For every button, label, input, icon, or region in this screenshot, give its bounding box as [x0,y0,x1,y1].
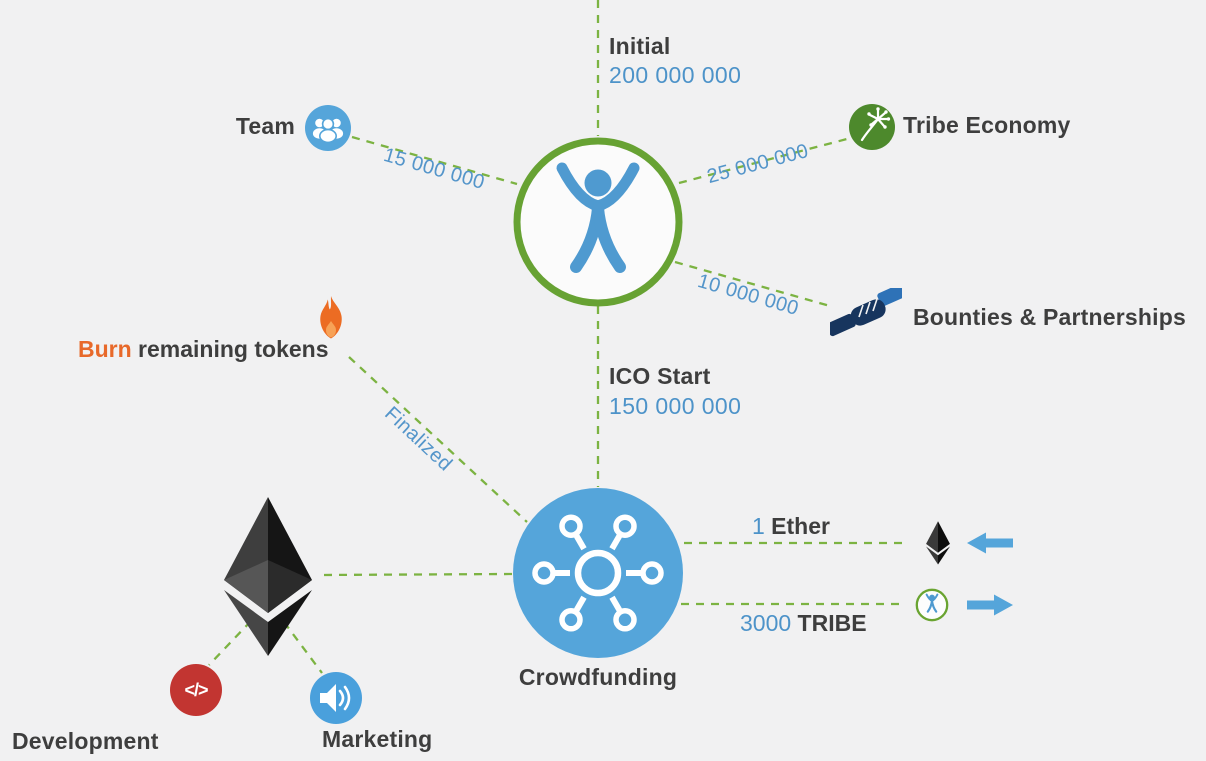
network-glyph [532,514,664,632]
line-to-development [208,620,252,666]
ether-small-icon [925,521,951,570]
ico-start-label: ICO Start [609,363,711,389]
burn-flame-icon [313,295,349,348]
initial-label: Initial [609,33,671,59]
team-icon [304,104,352,157]
code-glyph: </> [184,679,208,700]
tribe-coin-icon [914,587,950,628]
line-team [351,135,518,186]
arrow-right-icon [967,594,1013,616]
crowdfunding-label: Crowdfunding [518,664,678,690]
dandelion-glyph [860,107,891,142]
initial-amount: 200 000 000 [609,62,742,88]
burn-label: Burn remaining tokens [78,336,329,363]
development-label: Development [12,728,159,754]
marketing-icon [310,672,362,729]
ether-in-label: 1 Ether [752,513,830,540]
crowdfunding-icon [512,487,684,664]
tribe-logo-icon [508,132,688,317]
tribe-out-value: 3000 [740,610,792,636]
team-label: Team [235,113,295,139]
tribe-economy-label: Tribe Economy [903,112,1071,138]
ether-in-value: 1 [752,513,765,539]
line-to-marketing [283,621,323,674]
tribe-out-unit: TRIBE [791,610,867,636]
burn-rest: remaining tokens [131,336,329,362]
bounties-label: Bounties & Partnerships [913,304,1186,330]
line-bounties [674,260,831,308]
megaphone-glyph [320,684,351,712]
arrow-left-icon [967,532,1013,554]
handshake-icon [826,283,907,345]
line-finalized [348,356,528,523]
ethereum-logo-icon [222,496,314,663]
line-to-ethereum [317,572,513,577]
ether-in-unit: Ether [764,513,830,539]
marketing-label: Marketing [322,726,433,752]
development-icon: </> [170,664,222,716]
tribe-economy-icon [848,103,896,156]
ico-start-amount: 150 000 000 [609,393,742,419]
burn-word: Burn [78,336,132,362]
group-glyph [312,117,344,144]
person-figure [556,162,640,273]
tribe-out-label: 3000 TRIBE [740,610,867,637]
